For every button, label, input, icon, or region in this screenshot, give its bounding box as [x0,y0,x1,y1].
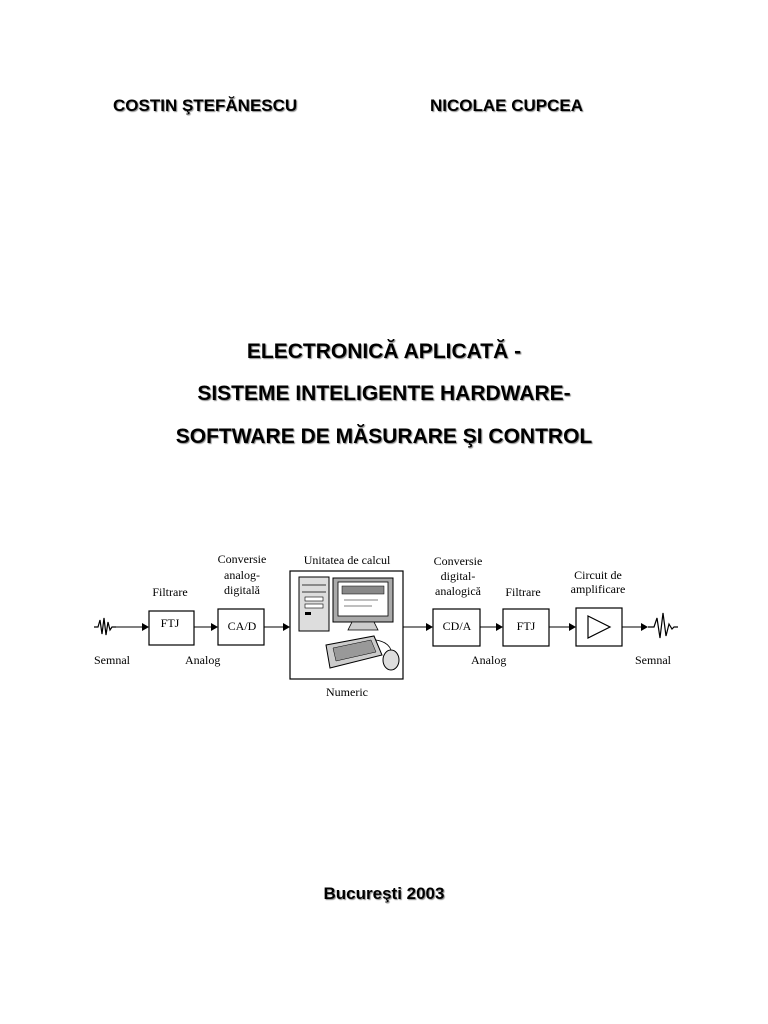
title-line: SOFTWARE DE MĂSURARE ŞI CONTROL [175,425,593,448]
ftj-out-block [502,608,550,647]
signal-waveform-out-icon [648,612,678,639]
adc-caption-line: analog- [224,568,260,582]
title-line: ELECTRONICĂ APLICATĂ - [246,340,522,363]
dac-caption-line: digital- [441,569,476,583]
filter-in-caption: Filtrare [152,585,187,599]
signal-in-label: Semnal [94,653,131,667]
amplifier-block [575,607,623,647]
author-name: NICOLAE CUPCEA [430,96,584,115]
analog-in-label: Analog [185,653,220,667]
computer-icon [298,576,400,671]
dac-caption-line: analogică [435,584,482,598]
dac-block [432,608,481,647]
author-name: COSTIN ŞTEFĂNESCU [113,96,298,115]
ftj-in-block [148,610,195,646]
signal-waveform-in-icon [94,617,116,636]
dac-caption-line: Conversie [434,554,483,568]
title-line: SISTEME INTELIGENTE HARDWARE- [197,382,571,405]
adc-caption-line: digitală [224,583,261,597]
filter-out-caption: Filtrare [505,585,540,599]
adc-label: CA/D [228,619,257,633]
computer-caption: Unitatea de calcul [304,553,391,567]
analog-out-label: Analog [471,653,506,667]
block-diagram: Semnal FTJ Filtrare Analog CA/D Conversi… [94,552,678,699]
publication-place-year: Bucureşti 2003 [323,884,445,903]
amp-caption-line: Circuit de [574,568,622,582]
adc-caption-line: Conversie [218,552,267,566]
ftj-out-label: FTJ [517,619,536,633]
ftj-in-label: FTJ [161,616,180,630]
amplifier-triangle-icon [587,615,612,639]
signal-out-label: Semnal [635,653,672,667]
numeric-label: Numeric [326,685,368,699]
amp-caption-line: amplificare [571,582,626,596]
dac-label: CD/A [443,619,472,633]
